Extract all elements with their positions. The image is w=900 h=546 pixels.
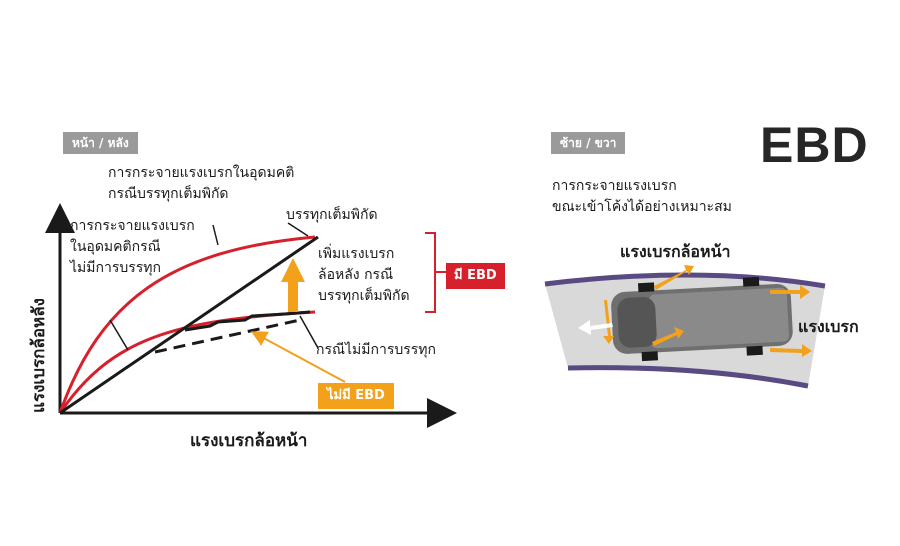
- without-ebd-badge: ไม่มี EBD: [318, 383, 394, 409]
- with-ebd-badge: มี EBD: [446, 263, 505, 289]
- increase-arrow-shaft: [288, 280, 298, 312]
- ideal-full-load-curve: [58, 235, 316, 414]
- x-axis-label: แรงเบรกล้อหน้า: [190, 431, 308, 451]
- leader-full-load: [287, 222, 309, 237]
- leader-no-ebd: [250, 331, 346, 383]
- label-full-load: บรรทุกเต็มพิกัด: [286, 207, 378, 223]
- leader-ideal-full: [212, 224, 219, 246]
- front-brake-label: แรงเบรกล้อหน้า: [620, 242, 731, 261]
- cornering-description: การกระจายแรงเบรก ขณะเข้าโค้งได้อย่างเหมา…: [552, 178, 732, 215]
- ebd-bracket: [425, 232, 436, 313]
- label-no-load: กรณีไม่มีการบรรทุก: [316, 342, 436, 358]
- label-ideal-no-load: การกระจายแรงเบรก ในอุดมคติกรณี ไม่มีการบ…: [70, 218, 195, 276]
- leader-no-load: [299, 315, 319, 349]
- brake-force-arrows: [603, 265, 812, 357]
- ebd-step-line: [184, 310, 311, 332]
- direction-arrow: [578, 320, 613, 335]
- label-ideal-full-load: การกระจายแรงเบรกในอุดมคติ กรณีบรรทุกเต็ม…: [108, 165, 295, 202]
- ebd-title: EBD: [760, 117, 869, 173]
- road-edge-top: [544, 272, 826, 289]
- leader-ideal-noload: [109, 319, 129, 351]
- road-edge-bottom: [567, 365, 809, 389]
- no-ebd-dashed-line: [154, 318, 301, 354]
- full-load-line: [59, 235, 319, 415]
- y-axis-label: แรงเบรกล้อหลัง: [29, 298, 49, 413]
- front-rear-tag: หน้า / หลัง: [63, 132, 138, 154]
- label-increase-rear-brake: เพิ่มแรงเบรก ล้อหลัง กรณี บรรทุกเต็มพิกั…: [318, 246, 410, 304]
- car: [611, 276, 793, 362]
- increase-arrow-head: [281, 258, 305, 282]
- left-right-tag: ซ้าย / ขวา: [551, 132, 626, 154]
- brake-label: แรงเบรก: [798, 317, 859, 336]
